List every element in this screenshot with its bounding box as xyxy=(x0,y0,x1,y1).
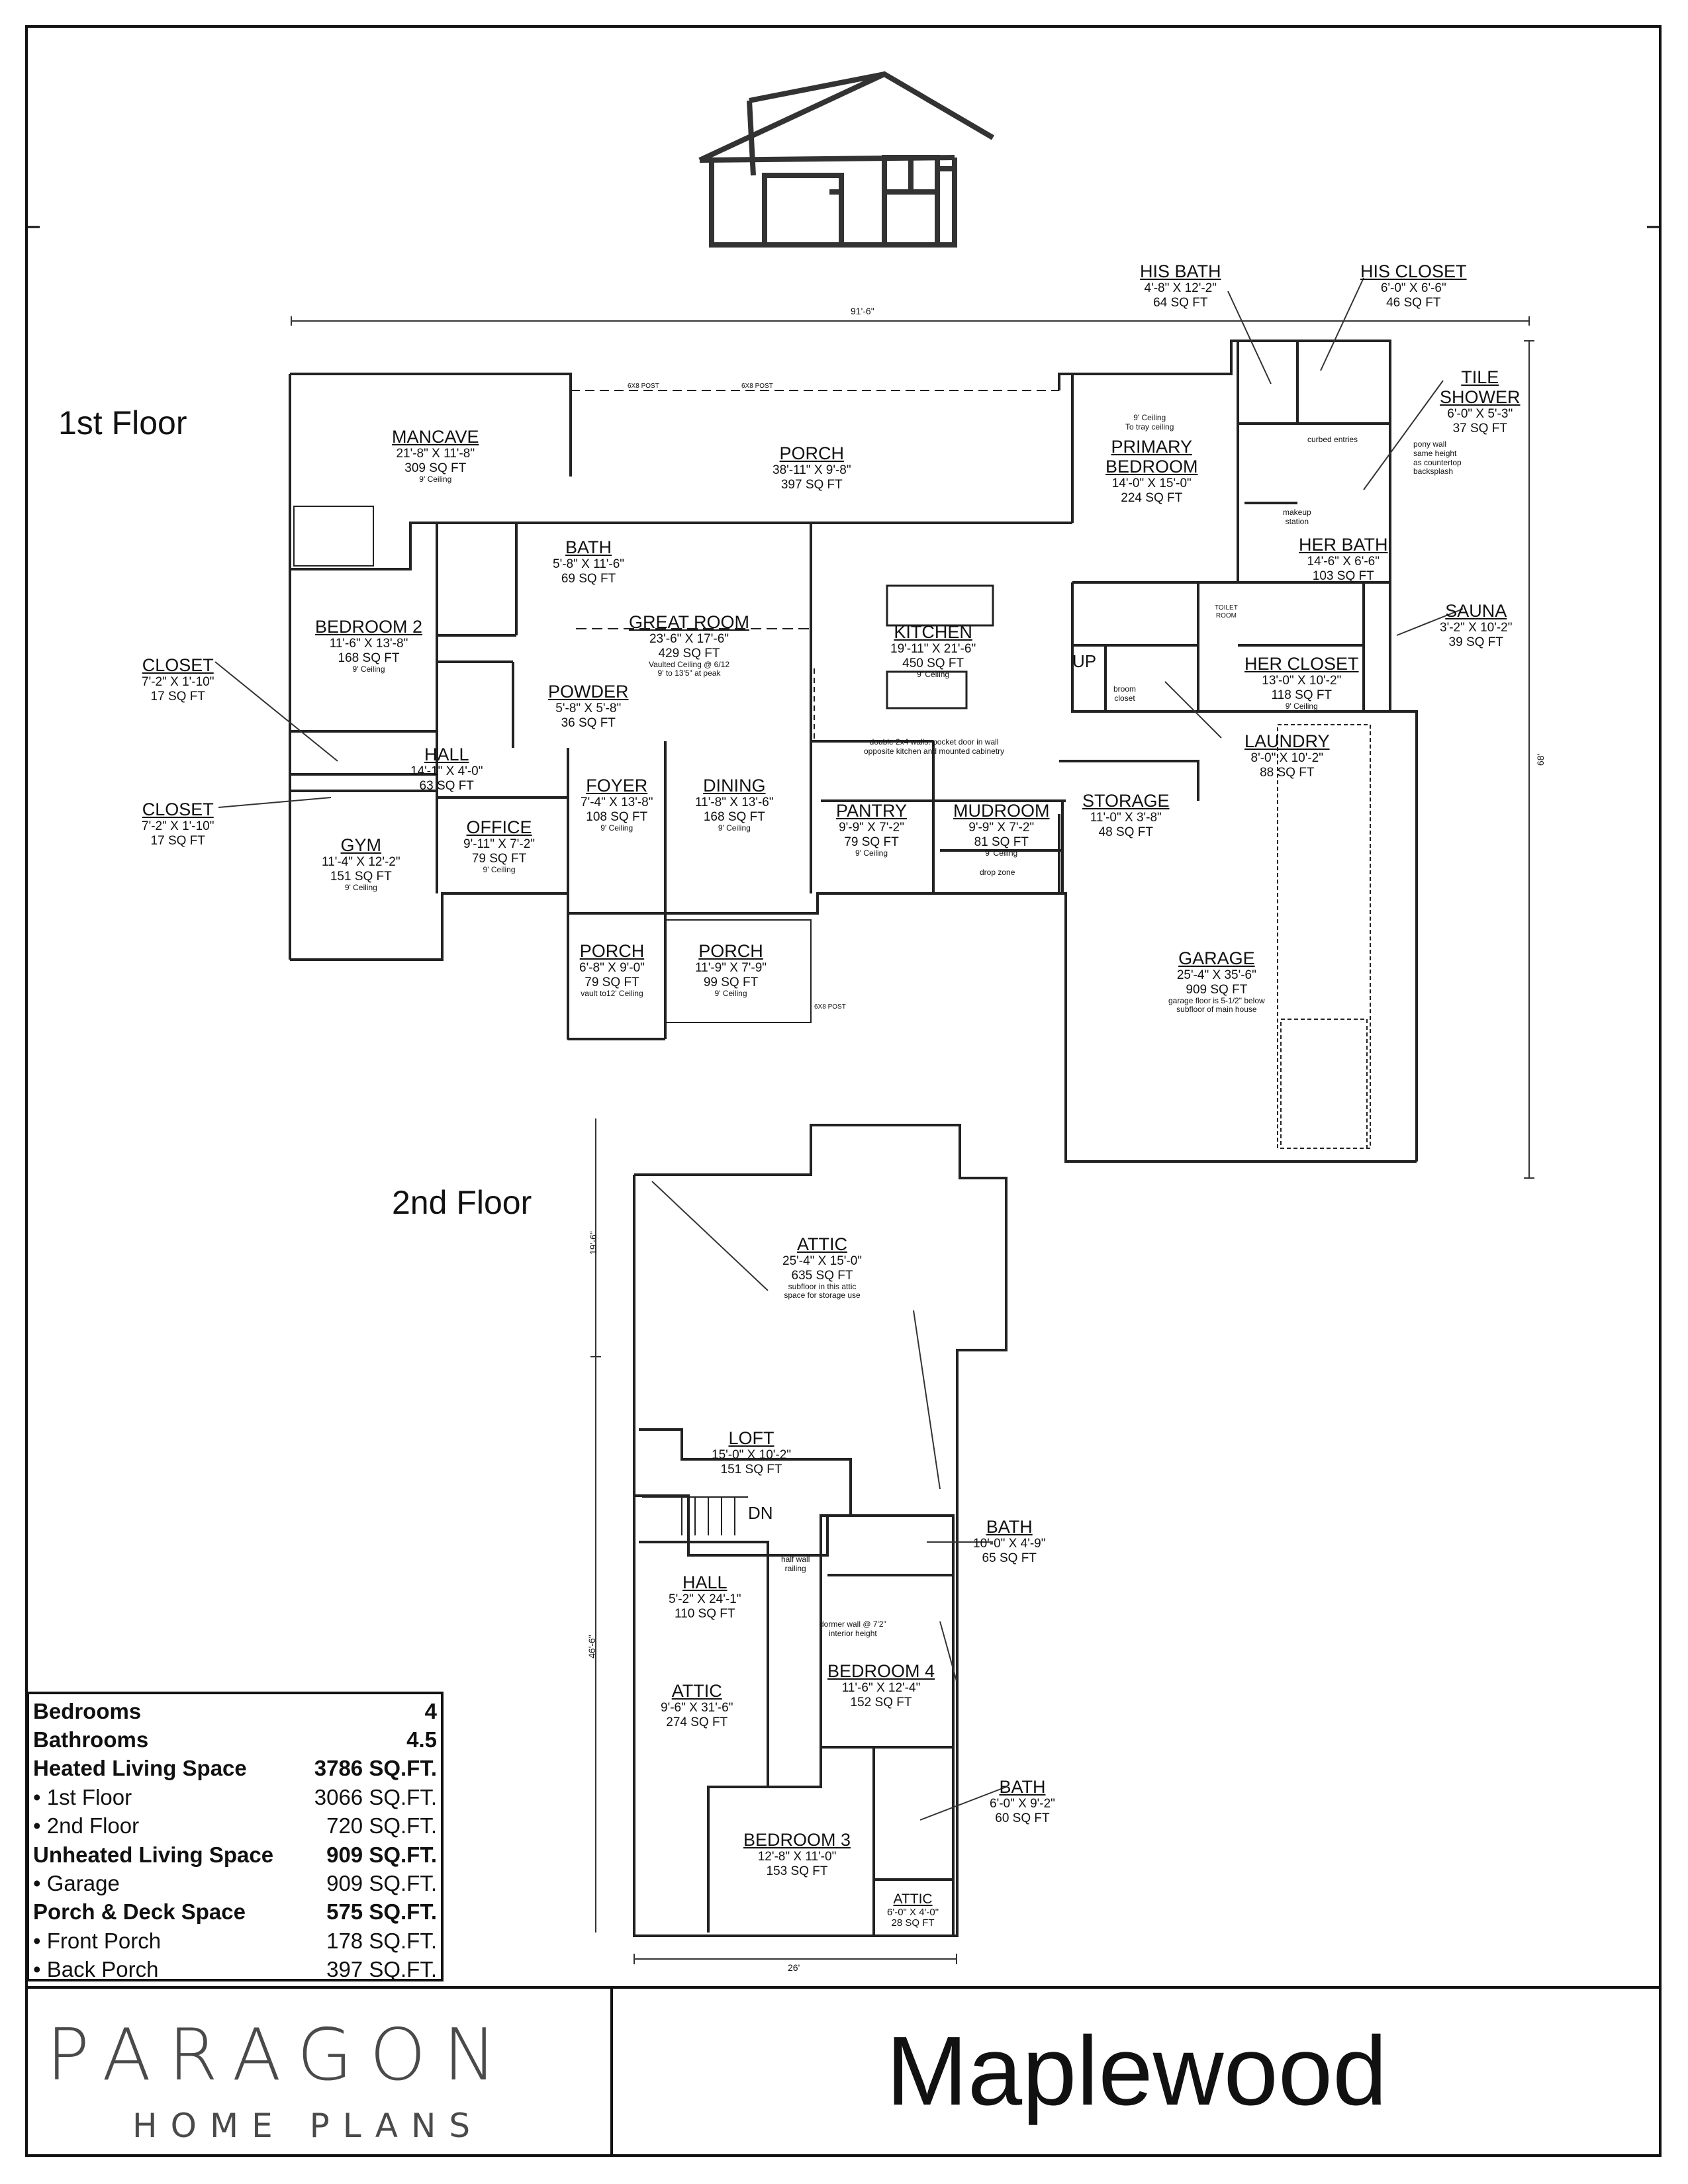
dimension-lines xyxy=(214,277,1534,1964)
stair-up-label: UP xyxy=(1072,651,1097,671)
kitchen-wall-note: double 2x4 walls. pocket door in wall op… xyxy=(864,737,1005,756)
second-floor-walls xyxy=(633,1124,1008,1937)
post-label: 6X8 POST xyxy=(628,383,659,390)
first-floor-label: 1st Floor xyxy=(58,404,187,441)
post-label: 6X8 POST xyxy=(814,1003,846,1011)
stair-down-label: DN xyxy=(748,1503,773,1523)
overall-width-dimension: 91'-6" xyxy=(851,306,874,316)
upper-width-dimension: 26' xyxy=(788,1962,800,1973)
company-name: PARAGON xyxy=(46,2014,514,2097)
pony-wall-note: pony wall same height as countertop back… xyxy=(1413,439,1462,477)
house-logo-icon xyxy=(698,71,995,248)
half-wall-railing-note: half wall railing xyxy=(781,1555,810,1573)
plan-title: Maplewood xyxy=(886,2017,1387,2126)
company-tagline: HOME PLANS xyxy=(132,2107,484,2145)
makeup-station-note: makeup station xyxy=(1283,508,1311,526)
overall-depth-dimension: 68' xyxy=(1535,753,1546,766)
drop-zone-note: drop zone xyxy=(980,868,1015,877)
broom-closet-note: broom closet xyxy=(1113,684,1137,703)
upper-depth-dimension-b: 46'-6" xyxy=(586,1635,597,1659)
curbed-entries-note: curbed entries xyxy=(1307,435,1358,444)
company-logo: PARAGON HOME PLANS xyxy=(26,1987,612,2156)
first-floor-walls xyxy=(289,340,1418,1163)
second-floor-label: 2nd Floor xyxy=(392,1184,532,1221)
sheet-border xyxy=(25,25,1662,2157)
post-label: 6X8 POST xyxy=(741,383,773,390)
toilet-room-note: TOILET ROOM xyxy=(1215,604,1238,619)
upper-depth-dimension-a: 19'-6" xyxy=(587,1231,598,1255)
tray-ceiling-note: 9' Ceiling To tray ceiling xyxy=(1125,413,1174,432)
dormer-wall-note: dormer wall @ 7'2" interior height xyxy=(820,1619,886,1638)
